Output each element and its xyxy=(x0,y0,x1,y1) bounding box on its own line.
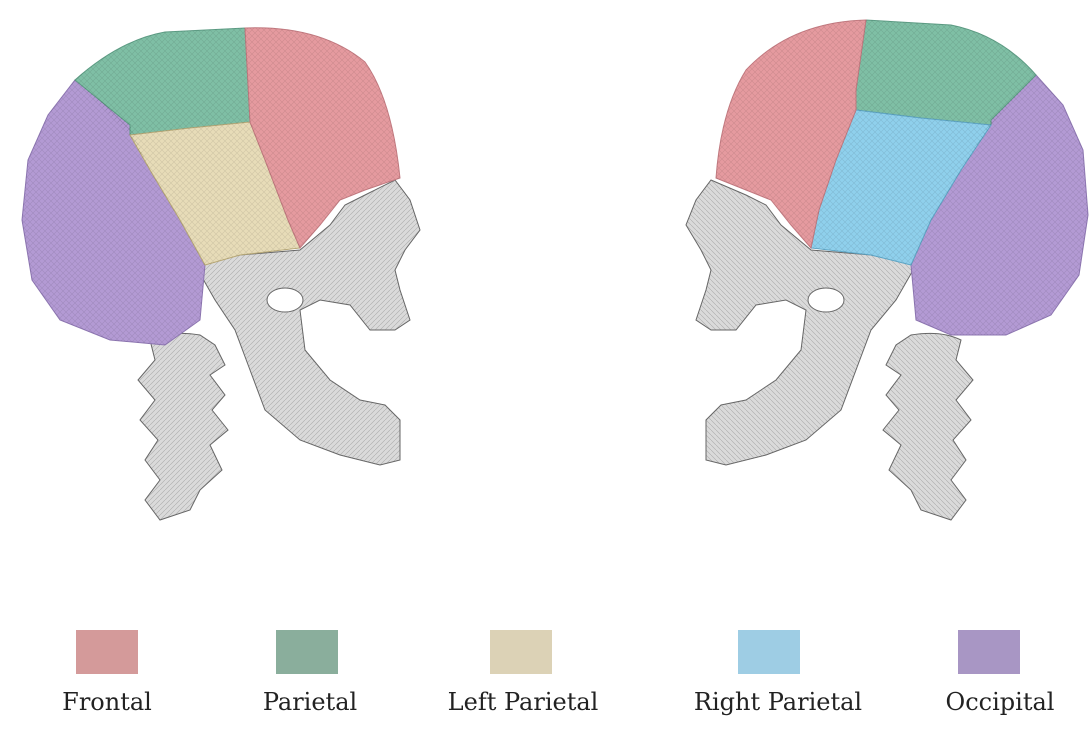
cervical-spine xyxy=(883,333,973,520)
legend-label-occipital: Occipital xyxy=(946,688,1055,716)
legend-label-left-parietal: Left Parietal xyxy=(448,688,599,716)
ear-opening xyxy=(808,288,844,312)
legend-label-right-parietal: Right Parietal xyxy=(694,688,862,716)
legend-swatch-frontal xyxy=(76,630,138,674)
legend-label-frontal: Frontal xyxy=(62,688,152,716)
ear-opening xyxy=(267,288,303,312)
right-lateral-skull xyxy=(686,20,1088,520)
left-lateral-skull xyxy=(22,28,420,520)
legend-swatch-right-parietal xyxy=(738,630,800,674)
skull-figures xyxy=(0,0,1091,600)
legend-label-parietal: Parietal xyxy=(263,688,357,716)
cervical-spine xyxy=(138,333,228,520)
legend: Frontal Parietal Left Parietal Right Par… xyxy=(0,600,1091,731)
legend-swatch-left-parietal xyxy=(490,630,552,674)
legend-swatch-occipital xyxy=(958,630,1020,674)
legend-swatch-parietal xyxy=(276,630,338,674)
